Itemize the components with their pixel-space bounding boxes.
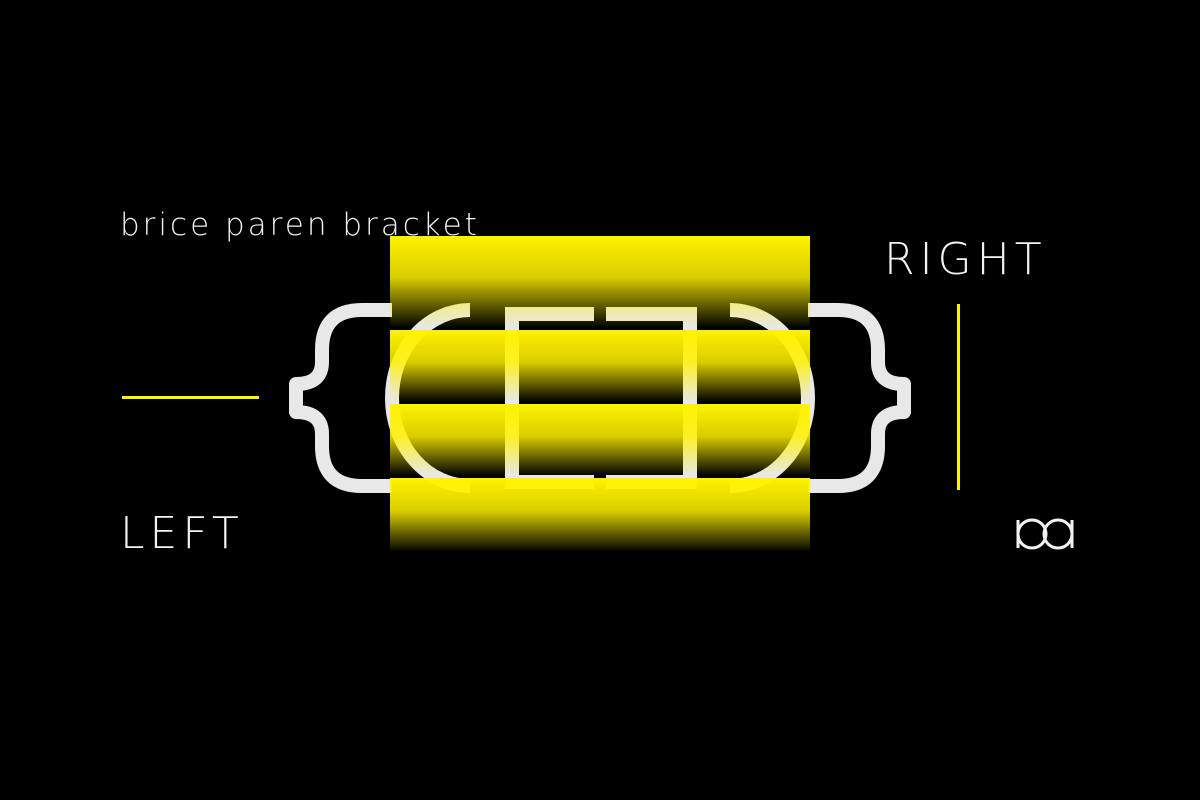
caption-text: brice paren bracket <box>120 207 480 243</box>
right-brace-icon <box>808 303 911 493</box>
yellow-band-3 <box>390 404 810 476</box>
yellow-band-2 <box>390 330 810 402</box>
right-accent-line <box>957 304 960 490</box>
left-brace-icon <box>289 303 392 493</box>
left-label: LEFT <box>120 508 244 559</box>
yellow-band-4 <box>390 478 810 552</box>
right-label: RIGHT <box>884 234 1047 285</box>
left-accent-line <box>122 396 259 399</box>
yellow-band-1 <box>390 236 810 328</box>
brice-logo-icon <box>1016 518 1074 550</box>
